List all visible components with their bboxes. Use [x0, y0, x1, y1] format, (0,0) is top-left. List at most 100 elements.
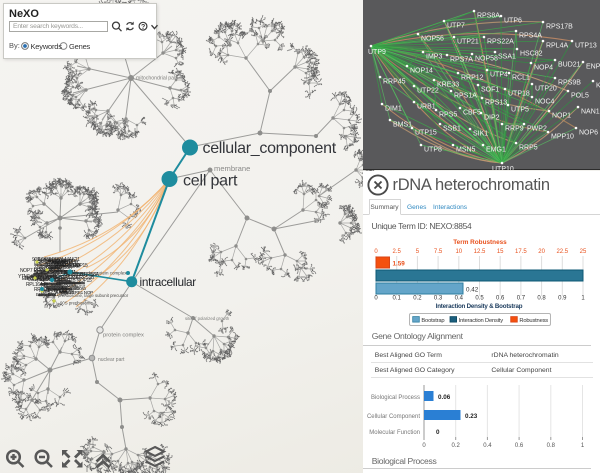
- svg-text:17.5: 17.5: [515, 249, 527, 255]
- svg-text:MSN5: MSN5: [456, 147, 476, 154]
- svg-text:?: ?: [141, 24, 145, 31]
- svg-text:NOP56: NOP56: [421, 36, 444, 43]
- svg-text:Term Robustness: Term Robustness: [453, 239, 507, 246]
- svg-text:10: 10: [455, 249, 462, 255]
- svg-text:ribonucleoprotein complex: ribonucleoprotein complex: [74, 271, 127, 276]
- svg-text:2.5: 2.5: [393, 249, 402, 255]
- svg-text:UTP15: UTP15: [415, 130, 437, 137]
- svg-text:RPS23A RPS9B: RPS23A RPS9B: [47, 263, 81, 269]
- svg-text:CBF5: CBF5: [463, 110, 481, 117]
- svg-text:Cellular Component: Cellular Component: [367, 414, 420, 420]
- svg-text:UTP10: UTP10: [492, 166, 514, 170]
- svg-text:UTP8: UTP8: [424, 147, 442, 154]
- svg-text:YTM1 ERB1 NOP: YTM1 ERB1 NOP: [45, 260, 78, 265]
- svg-text:RPS17B: RPS17B: [546, 24, 573, 31]
- svg-text:RPL16A RPS24A: RPL16A RPS24A: [26, 282, 62, 288]
- svg-text:0.8: 0.8: [547, 443, 556, 449]
- svg-text:0.06: 0.06: [438, 394, 451, 401]
- svg-text:90S preribosome: 90S preribosome: [28, 277, 62, 283]
- svg-text:RPS5: RPS5: [439, 112, 457, 119]
- svg-text:90S preriboso: 90S preriboso: [55, 262, 80, 267]
- svg-text:0.9: 0.9: [558, 296, 567, 302]
- svg-text:UTP9: UTP9: [368, 49, 386, 56]
- svg-text:NOP6: NOP6: [579, 130, 598, 137]
- svg-text:POL5: POL5: [571, 93, 589, 100]
- svg-text:NOP7 RRP1 MAK21: NOP7 RRP1 MAK21: [34, 270, 76, 276]
- svg-text:KRE33: KRE33: [437, 82, 459, 89]
- svg-text:SOF1: SOF1: [481, 87, 499, 94]
- svg-text:RCL1: RCL1: [512, 75, 530, 82]
- svg-text:DIP2: DIP2: [484, 115, 500, 122]
- svg-text:15: 15: [497, 249, 504, 255]
- svg-text:ribosomal subunit: ribosomal subunit: [46, 284, 86, 290]
- svg-text:RPS1A RPL3: RPS1A RPL3: [25, 276, 53, 282]
- svg-text:YTM1 ERB1 NOP: YTM1 ERB1 NOP: [60, 290, 93, 295]
- svg-text:0.4: 0.4: [483, 443, 492, 449]
- svg-text:YTM1 ERB1 NOP12: YTM1 ERB1 NOP12: [39, 275, 81, 281]
- svg-text:NAN1: NAN1: [581, 109, 600, 116]
- svg-text:RPS23A RPS9B: RPS23A RPS9B: [37, 260, 71, 266]
- svg-text:RPS9B: RPS9B: [558, 80, 581, 87]
- svg-text:Robustness: Robustness: [520, 318, 549, 324]
- svg-text:Biological Process: Biological Process: [371, 395, 420, 401]
- svg-text:NOP7 RRP1 MAK21: NOP7 RRP1 MAK21: [38, 257, 80, 263]
- svg-text:RPL11B NOP15: RPL11B NOP15: [59, 278, 92, 284]
- svg-text:RPL11B NOP15: RPL11B NOP15: [34, 287, 67, 293]
- svg-text:RPL26B RPS6A: RPL26B RPS6A: [66, 272, 100, 278]
- svg-text:intracellular: intracellular: [140, 275, 197, 289]
- svg-text:PWP2: PWP2: [527, 126, 547, 133]
- svg-text:90S preriboso: 90S preriboso: [61, 286, 86, 291]
- svg-text:0.3: 0.3: [434, 296, 443, 302]
- svg-text:0.7: 0.7: [517, 296, 526, 302]
- svg-text:SSB1: SSB1: [443, 126, 461, 133]
- svg-text:RPL4A TIF6 LS: RPL4A TIF6 LS: [39, 288, 67, 293]
- svg-text:RPS1A: RPS1A: [40, 270, 54, 275]
- svg-text:0.5: 0.5: [475, 296, 484, 302]
- svg-text:RRP45: RRP45: [383, 79, 406, 86]
- svg-text:RPS23A RPS9B: RPS23A RPS9B: [61, 275, 95, 281]
- svg-text:RPS28B RPS19A: RPS28B RPS19A: [34, 262, 68, 267]
- svg-text:90S preribosome: 90S preribosome: [60, 301, 93, 306]
- svg-text:RPS7A: RPS7A: [450, 57, 473, 64]
- svg-text:nuclear part: nuclear part: [98, 357, 125, 363]
- svg-text:IMP3: IMP3: [426, 54, 442, 61]
- svg-text:RPS1A: RPS1A: [454, 93, 477, 100]
- svg-text:SIK1: SIK1: [473, 131, 488, 138]
- svg-text:0.42: 0.42: [466, 287, 479, 294]
- svg-text:0.2: 0.2: [413, 296, 422, 302]
- svg-text:NOP58: NOP58: [475, 56, 498, 63]
- svg-text:NOP14: NOP14: [410, 68, 433, 75]
- svg-text:0.8: 0.8: [537, 296, 546, 302]
- svg-text:NOP7 RRP1 MAK21: NOP7 RRP1 MAK21: [20, 268, 62, 274]
- svg-text:25: 25: [580, 249, 587, 255]
- svg-text:URB1: URB1: [417, 104, 436, 111]
- svg-text:0.6: 0.6: [515, 443, 524, 449]
- svg-text:RPL26B RPS6A: RPL26B RPS6A: [39, 265, 73, 271]
- svg-text:ENP1: ENP1: [586, 64, 600, 71]
- svg-text:RPL16A RPS24A: RPL16A RPS24A: [41, 283, 77, 289]
- svg-text:KRE: KRE: [596, 83, 600, 90]
- svg-text:SSA1: SSA1: [498, 54, 516, 61]
- svg-text:0.23: 0.23: [465, 413, 478, 420]
- svg-text:UTP7: UTP7: [447, 23, 465, 30]
- svg-text:HSC82: HSC82: [520, 51, 543, 58]
- svg-text:BMS1: BMS1: [393, 122, 412, 129]
- svg-text:cell part: cell part: [183, 173, 238, 190]
- svg-text:UTP5: UTP5: [511, 107, 529, 114]
- svg-text:22.5: 22.5: [556, 249, 568, 255]
- svg-text:RPS1A RPL3: RPS1A RPL3: [39, 270, 67, 276]
- svg-text:EMG1: EMG1: [486, 147, 506, 154]
- svg-text:RPL35A RPL2B: RPL35A RPL2B: [53, 272, 86, 278]
- svg-text:RPS8A: RPS8A: [477, 13, 500, 20]
- svg-text:RPS23A RPS9B: RPS23A RPS9B: [46, 286, 80, 292]
- svg-text:BUD21: BUD21: [558, 62, 581, 69]
- svg-text:RPS13: RPS13: [485, 100, 507, 107]
- svg-text:RRP9: RRP9: [505, 126, 524, 133]
- svg-text:UTP13: UTP13: [575, 43, 597, 50]
- svg-text:Interaction Density & Bootstra: Interaction Density & Bootstrap: [436, 303, 523, 310]
- svg-text:RPS22A: RPS22A: [487, 39, 514, 46]
- svg-text:cellular_component: cellular_component: [203, 140, 337, 157]
- svg-text:1.59: 1.59: [393, 261, 406, 268]
- svg-text:UTP22: UTP22: [417, 88, 439, 95]
- svg-text:Molecular Function: Molecular Function: [369, 430, 420, 436]
